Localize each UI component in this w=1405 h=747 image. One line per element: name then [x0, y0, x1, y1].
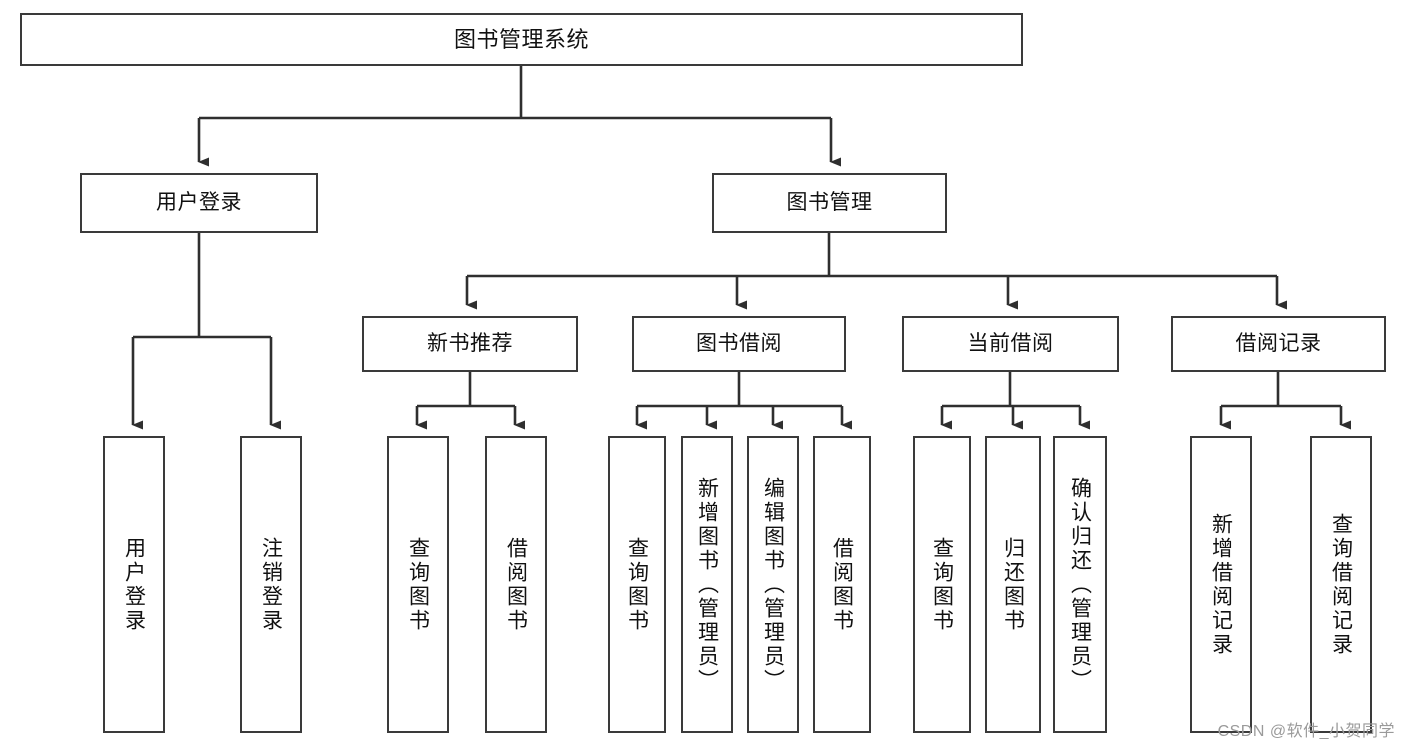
- node-leaf-rec-query[interactable]: 查询图书: [387, 436, 449, 733]
- node-leaf-borrow-edit-label: 编辑图书（管理员）: [761, 476, 785, 693]
- node-leaf-user-logout[interactable]: 注销登录: [240, 436, 302, 733]
- node-leaf-rec-query-label: 查询图书: [406, 536, 430, 633]
- node-book-manage[interactable]: 图书管理: [712, 173, 947, 233]
- node-new-book-rec-label: 新书推荐: [427, 331, 513, 355]
- node-leaf-rec-add-label: 新增借阅记录: [1209, 512, 1233, 657]
- node-leaf-cur-confirm[interactable]: 确认归还（管理员）: [1053, 436, 1107, 733]
- node-leaf-borrow-do[interactable]: 借阅图书: [813, 436, 871, 733]
- node-leaf-borrow-add-label: 新增图书（管理员）: [695, 476, 719, 693]
- node-leaf-user-login-label: 用户登录: [122, 536, 146, 633]
- node-leaf-cur-query[interactable]: 查询图书: [913, 436, 971, 733]
- node-leaf-cur-return[interactable]: 归还图书: [985, 436, 1041, 733]
- node-leaf-borrow-add[interactable]: 新增图书（管理员）: [681, 436, 733, 733]
- node-leaf-borrow-do-label: 借阅图书: [830, 536, 854, 633]
- node-new-book-rec[interactable]: 新书推荐: [362, 316, 578, 372]
- node-book-manage-label: 图书管理: [786, 190, 873, 214]
- node-leaf-rec-search-label: 查询借阅记录: [1329, 512, 1353, 657]
- node-root-label: 图书管理系统: [453, 26, 589, 52]
- node-user-login[interactable]: 用户登录: [80, 173, 318, 233]
- node-book-borrow-label: 图书借阅: [696, 331, 782, 355]
- node-current-borrow[interactable]: 当前借阅: [902, 316, 1119, 372]
- node-leaf-cur-return-label: 归还图书: [1001, 536, 1025, 633]
- node-borrow-record-label: 借阅记录: [1235, 331, 1322, 355]
- node-root[interactable]: 图书管理系统: [20, 13, 1023, 66]
- csdn-watermark: CSDN @软件_小贺同学: [1217, 723, 1395, 740]
- node-user-login-label: 用户登录: [156, 190, 242, 214]
- node-leaf-rec-borrow[interactable]: 借阅图书: [485, 436, 547, 733]
- node-borrow-record[interactable]: 借阅记录: [1171, 316, 1386, 372]
- node-leaf-borrow-query-label: 查询图书: [625, 536, 649, 633]
- node-leaf-borrow-edit[interactable]: 编辑图书（管理员）: [747, 436, 799, 733]
- node-leaf-rec-add[interactable]: 新增借阅记录: [1190, 436, 1252, 733]
- node-current-borrow-label: 当前借阅: [967, 331, 1054, 355]
- node-leaf-user-logout-label: 注销登录: [259, 536, 283, 633]
- node-leaf-rec-search[interactable]: 查询借阅记录: [1310, 436, 1372, 733]
- node-book-borrow[interactable]: 图书借阅: [632, 316, 846, 372]
- node-leaf-borrow-query[interactable]: 查询图书: [608, 436, 666, 733]
- node-leaf-rec-borrow-label: 借阅图书: [504, 536, 528, 633]
- node-leaf-cur-query-label: 查询图书: [930, 536, 954, 633]
- node-leaf-user-login[interactable]: 用户登录: [103, 436, 165, 733]
- node-leaf-cur-confirm-label: 确认归还（管理员）: [1068, 476, 1092, 693]
